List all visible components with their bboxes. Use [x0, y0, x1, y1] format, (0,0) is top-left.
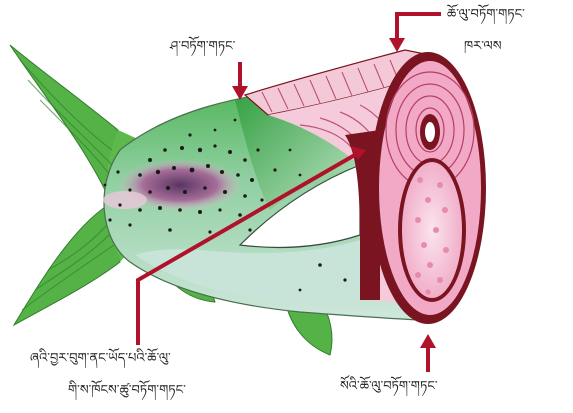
label-skin-cut: ཤ་བཏོག་གཏང་: [170, 40, 235, 53]
label-red-muscle: ཆོ་ལུ་བཏོག་གཏང་: [447, 8, 525, 21]
arrow-red-muscle: [389, 14, 441, 52]
label-tail-cut: སོའི་ཆོ་ལུ་བཏོག་གཏང་: [340, 380, 438, 393]
label-back-muscle: ཁར་ལས: [464, 40, 502, 53]
arrow-tail-cut: [420, 334, 436, 372]
label-belly-meat-line1: ཞའི་བྱར་བུག་ནང་ཡོད་པའི་ཆོ་ལུ་: [30, 352, 171, 365]
cross-section: [370, 52, 486, 324]
label-belly-meat-line2: གི་ས་ཁོངས་ཚུ་བཏོག་གཏང་: [68, 384, 186, 397]
